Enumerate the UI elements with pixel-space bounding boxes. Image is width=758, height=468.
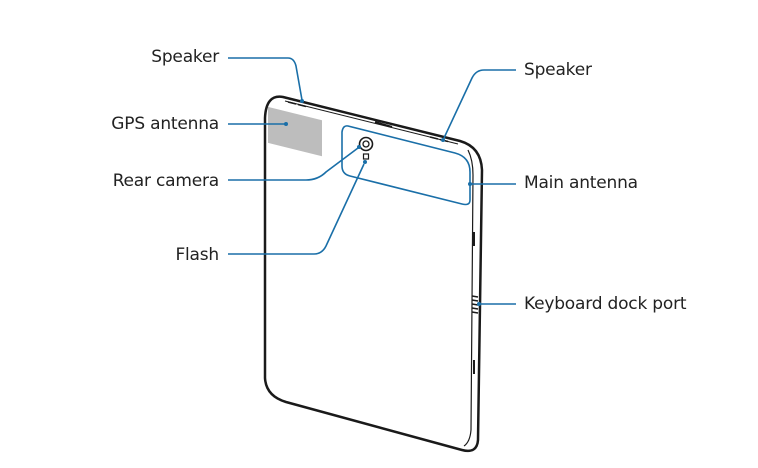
label-keyboard-dock-port: Keyboard dock port bbox=[524, 294, 687, 314]
gps-antenna-area bbox=[268, 106, 322, 157]
label-rear-camera: Rear camera bbox=[112, 171, 220, 191]
keyboard-dock-port bbox=[471, 295, 479, 314]
top-speaker-grill-left bbox=[287, 101, 307, 108]
label-gps-antenna: GPS antenna bbox=[111, 114, 219, 134]
label-main-antenna: Main antenna bbox=[524, 173, 638, 193]
flash-unit bbox=[362, 153, 370, 160]
callout-speaker-left-dot bbox=[300, 99, 304, 103]
label-flash: Flash bbox=[175, 245, 219, 265]
tablet-side-edge bbox=[463, 149, 474, 447]
main-antenna-region bbox=[341, 125, 471, 206]
label-speaker-left: Speaker bbox=[151, 47, 219, 67]
callout-flash bbox=[228, 163, 365, 255]
callout-speaker-left bbox=[228, 57, 303, 101]
rear-camera-lens-outer bbox=[358, 136, 374, 152]
callout-speaker-right-dot bbox=[441, 138, 445, 142]
tablet-outline bbox=[263, 95, 484, 453]
callout-gps-antenna-dot bbox=[284, 122, 288, 126]
callout-keyboard-dock-port-dot bbox=[477, 302, 481, 306]
callout-main-antenna-dot bbox=[468, 182, 472, 186]
callout-rear-camera-dot bbox=[357, 145, 361, 149]
callout-flash-dot bbox=[363, 160, 367, 164]
rear-camera bbox=[358, 136, 374, 160]
callout-rear-camera bbox=[228, 147, 359, 181]
tablet-body bbox=[263, 95, 484, 453]
label-speaker-right: Speaker bbox=[524, 60, 592, 80]
rear-camera-lens-inner bbox=[362, 140, 370, 148]
top-button bbox=[374, 121, 393, 128]
tablet-top-edge bbox=[284, 100, 459, 145]
callout-lines bbox=[228, 57, 516, 306]
callout-speaker-right bbox=[443, 69, 516, 139]
